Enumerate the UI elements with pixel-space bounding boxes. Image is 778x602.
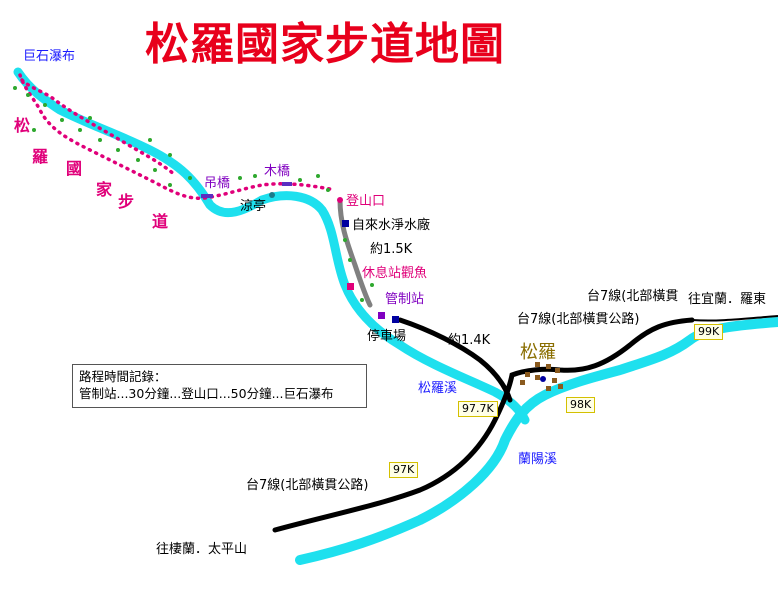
songluo-stream-river bbox=[13, 67, 530, 425]
control-station-label: 管制站 bbox=[385, 292, 425, 307]
parking-marker bbox=[392, 316, 399, 323]
highway-7-road bbox=[272, 317, 695, 533]
trail-name-char-4: 家 bbox=[96, 180, 113, 199]
wood-bridge-label: 木橋 bbox=[264, 164, 291, 179]
water-plant-label: 自來水淨水廠 bbox=[352, 218, 431, 233]
distance-1-4k-label: 約1.4K bbox=[448, 333, 491, 348]
waterfall-label: 巨石瀑布 bbox=[23, 49, 76, 64]
map-title: 松羅國家步道地圖 bbox=[145, 19, 505, 70]
trail-name-char-1: 松 bbox=[14, 116, 31, 135]
highway-branch-road bbox=[397, 317, 513, 403]
village-houses bbox=[520, 362, 563, 391]
lanyang-stream-label: 蘭陽溪 bbox=[518, 452, 558, 467]
vegetation-marks bbox=[13, 86, 374, 302]
village-center-marker bbox=[540, 376, 546, 382]
km-marker-97: 97K bbox=[389, 462, 419, 479]
trail-name-char-2: 羅 bbox=[32, 147, 49, 166]
record-text: 管制站...30分鐘...登山口...50分鐘...巨石瀑布 bbox=[79, 385, 334, 401]
to-yilan-label: 往宜蘭．羅東 bbox=[688, 292, 767, 307]
trail-dotted-path bbox=[18, 73, 337, 200]
km-marker-99: 99K bbox=[694, 324, 724, 341]
lanyang-stream-river bbox=[295, 317, 778, 565]
water-plant-marker bbox=[342, 220, 349, 227]
pavilion-label: 涼亭 bbox=[240, 199, 267, 214]
trail-name-char-5: 步 bbox=[118, 192, 135, 211]
rest-station-marker bbox=[347, 283, 354, 290]
rest-station-label: 休息站觀魚 bbox=[362, 266, 428, 281]
trailhead-label: 登山口 bbox=[346, 194, 386, 209]
distance-1-5k-label: 約1.5K bbox=[370, 242, 413, 257]
suspension-bridge-marker bbox=[201, 194, 213, 198]
trail-name-char-3: 國 bbox=[66, 159, 83, 178]
suspension-bridge-label: 吊橋 bbox=[204, 176, 231, 191]
road-to-yilan bbox=[691, 315, 778, 322]
km-marker-97-7: 97.7K bbox=[458, 401, 498, 418]
trail-climb-section bbox=[337, 197, 373, 308]
highway-mid-label: 台7線(北部橫貫公路) bbox=[517, 312, 640, 327]
highway-top-right-label: 台7線(北部橫貫 bbox=[587, 289, 679, 304]
wood-bridge-marker bbox=[282, 182, 292, 186]
highway-bottom-label: 台7線(北部橫貫公路) bbox=[246, 478, 369, 493]
trail-name-char-6: 道 bbox=[152, 212, 169, 231]
songluo-stream-label: 松羅溪 bbox=[418, 381, 458, 396]
km-marker-98: 98K bbox=[566, 397, 596, 414]
pavilion-marker bbox=[269, 192, 275, 198]
songluo-village-label: 松羅 bbox=[520, 342, 556, 363]
travel-time-record: 路程時間記錄： 管制站...30分鐘...登山口...50分鐘...巨石瀑布 bbox=[72, 364, 367, 408]
trailhead-marker bbox=[337, 197, 343, 203]
record-heading: 路程時間記錄： bbox=[79, 369, 167, 384]
parking-label: 停車場 bbox=[367, 329, 407, 344]
control-station-marker bbox=[378, 312, 385, 319]
to-qilan-label: 往棲蘭．太平山 bbox=[156, 542, 248, 557]
trail-dotted-path-upper bbox=[20, 78, 177, 177]
